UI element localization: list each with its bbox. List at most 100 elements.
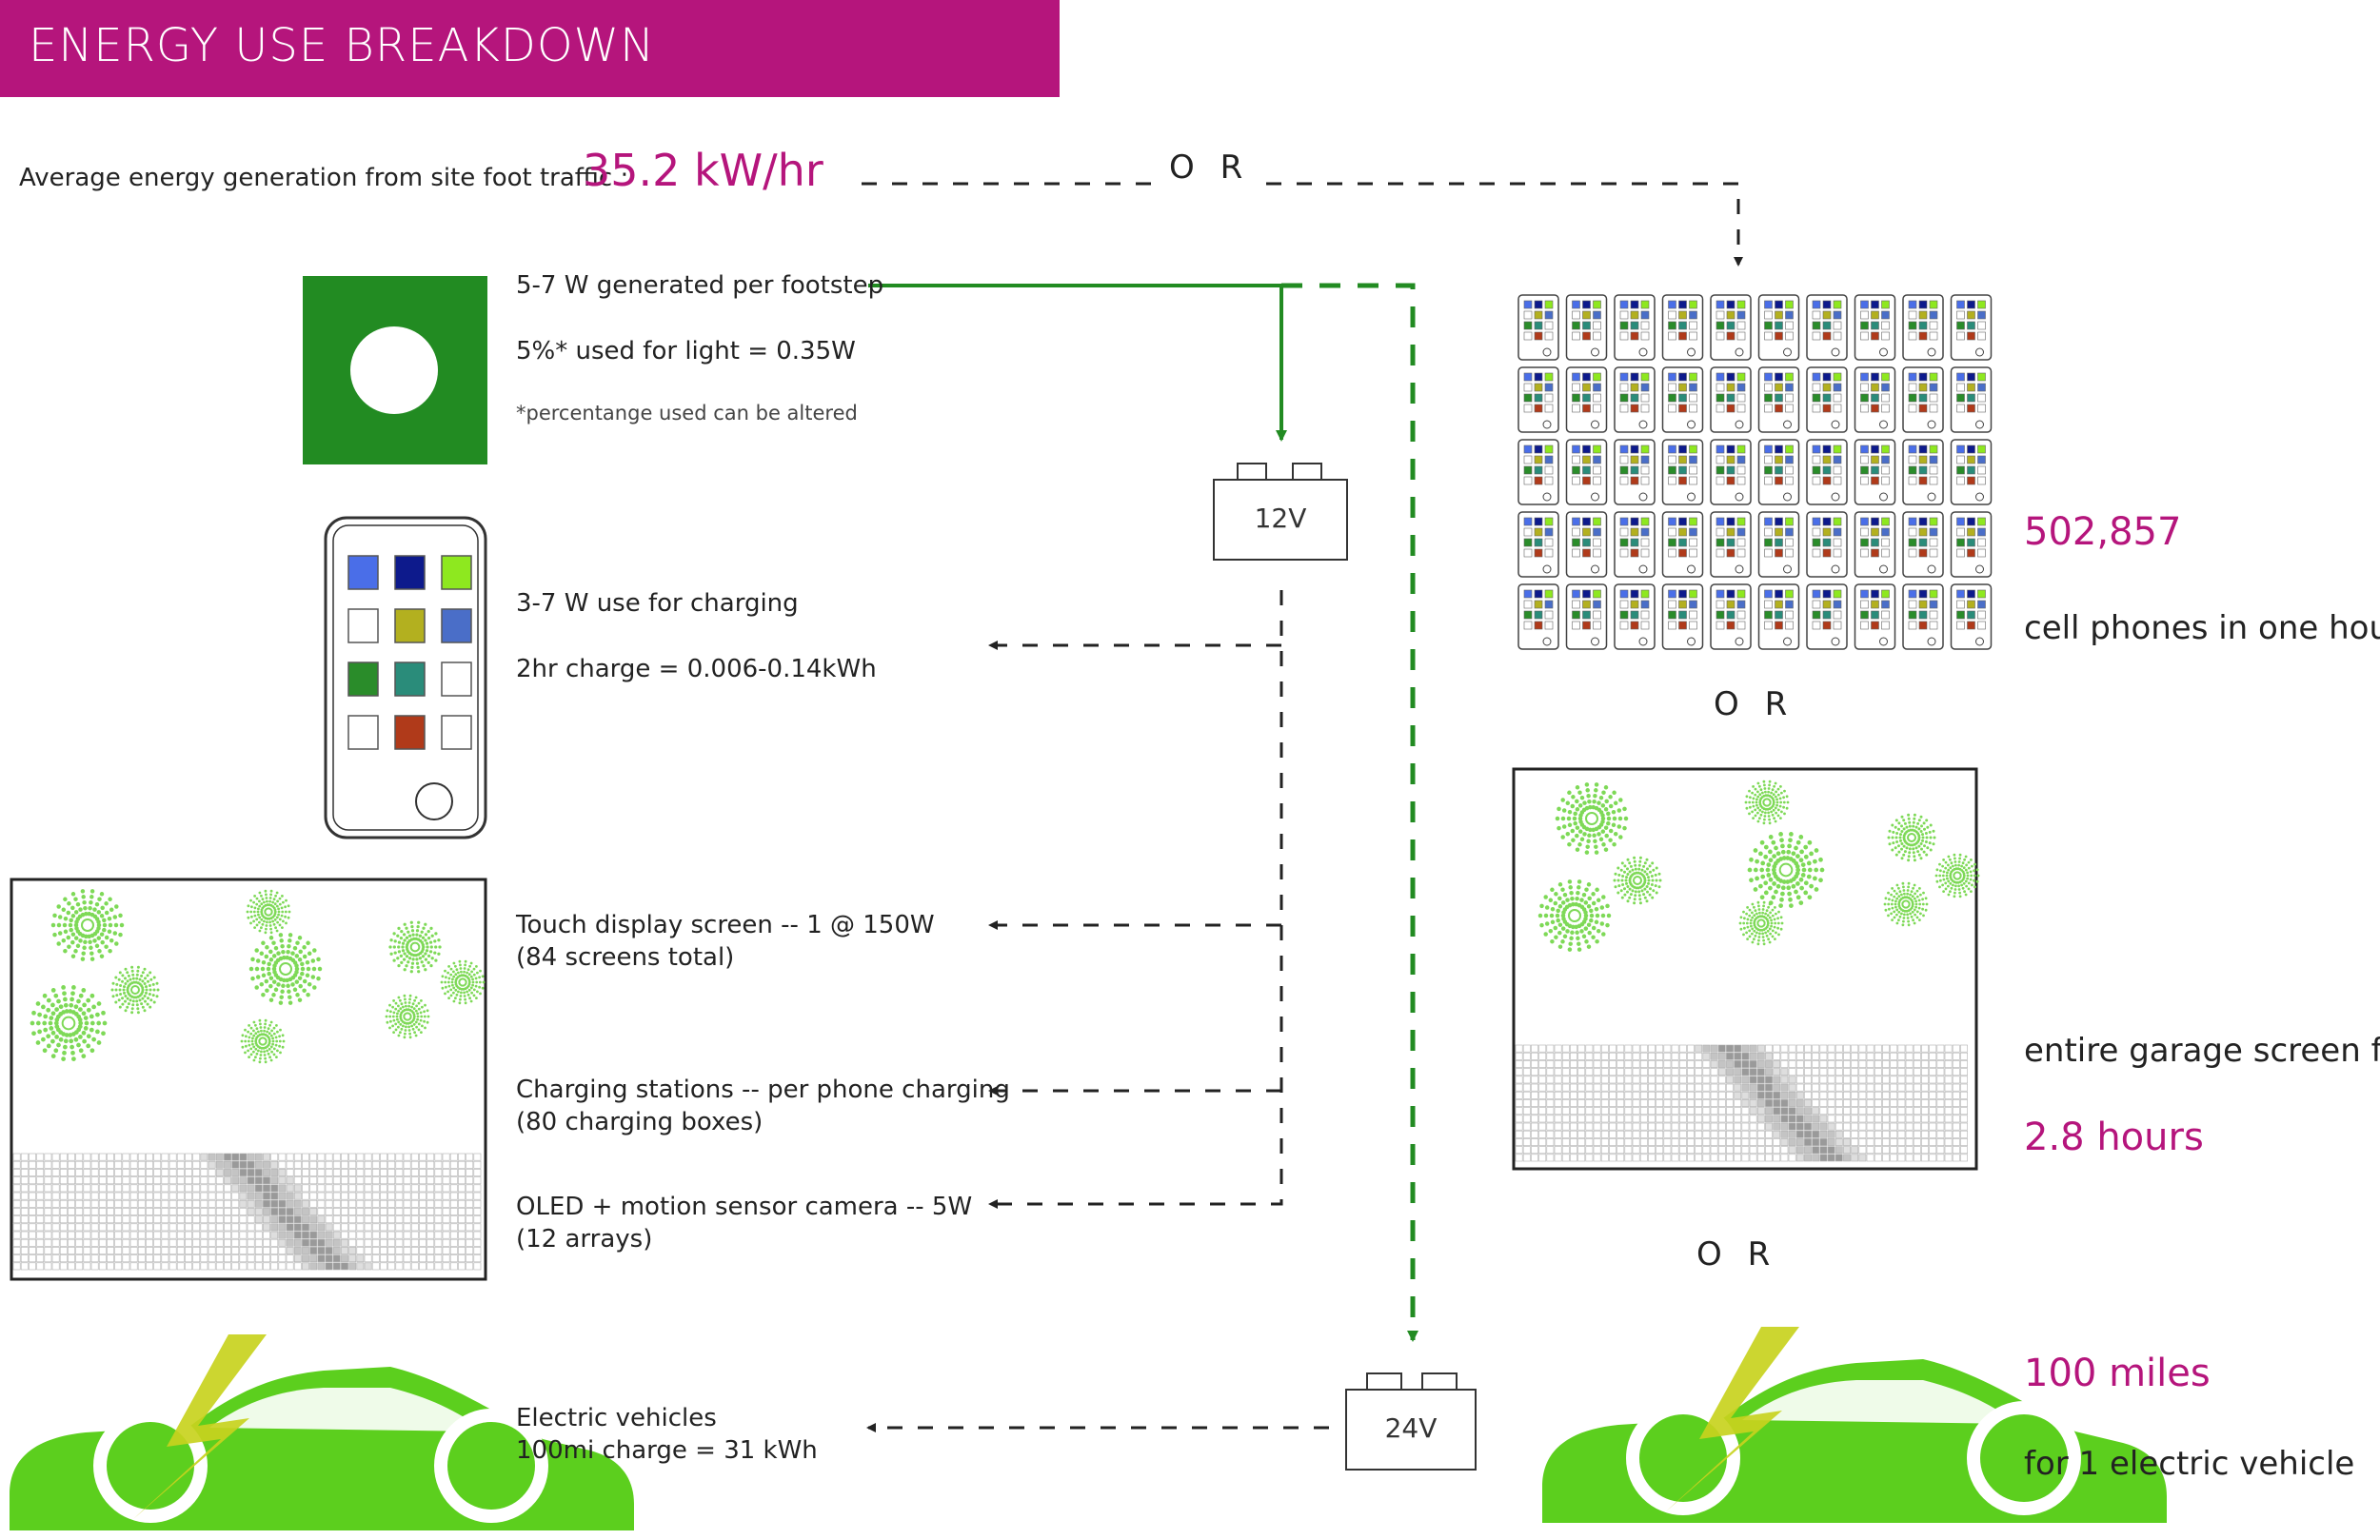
phone-tile bbox=[347, 608, 379, 643]
phone-charging-line1: 3-7 W use for charging bbox=[516, 589, 799, 618]
mini-phone-icon bbox=[1950, 511, 1993, 578]
mini-phone-icon bbox=[1950, 294, 1993, 361]
mini-phone-icon bbox=[1710, 366, 1752, 433]
firework-icon bbox=[1555, 782, 1629, 855]
phones-count: 502,857 bbox=[2024, 510, 2182, 554]
mini-phone-icon bbox=[1614, 294, 1656, 361]
pixel-mosaic bbox=[12, 1153, 482, 1271]
mini-phone-icon bbox=[1614, 583, 1656, 650]
mini-phone-icon bbox=[1854, 511, 1896, 578]
average-label: Average energy generation from site foot… bbox=[19, 164, 629, 192]
firework-icon bbox=[1887, 813, 1936, 862]
mini-phone-icon bbox=[1806, 439, 1848, 505]
mini-phone-icon bbox=[1614, 511, 1656, 578]
use-touch-display-line2: (84 screens total) bbox=[516, 943, 735, 972]
firework-icon bbox=[1744, 780, 1790, 825]
phone-tile bbox=[394, 715, 426, 750]
mini-phone-icon bbox=[1710, 439, 1752, 505]
mini-phone-icon bbox=[1661, 366, 1704, 433]
pixel-mosaic bbox=[1515, 1044, 1968, 1162]
phone-charging-line2: 2hr charge = 0.006-0.14kWh bbox=[516, 655, 877, 683]
mini-phone-icon bbox=[1902, 439, 1944, 505]
use-touch-display-line1: Touch display screen -- 1 @ 150W bbox=[516, 911, 935, 939]
mini-phone-icon bbox=[1517, 583, 1559, 650]
phone-tile bbox=[394, 661, 426, 697]
mini-phone-icon bbox=[1902, 366, 1944, 433]
firework-icon bbox=[30, 985, 108, 1061]
page-title: ENERGY USE BREAKDOWN bbox=[29, 19, 656, 72]
phone-tile bbox=[441, 555, 472, 590]
mini-phone-icon bbox=[1806, 294, 1848, 361]
firework-icon bbox=[1747, 832, 1825, 908]
ev-miles: 100 miles bbox=[2024, 1352, 2211, 1395]
mini-phone-icon bbox=[1565, 294, 1608, 361]
mini-phone-icon bbox=[1710, 294, 1752, 361]
average-value: 35.2 kW/hr bbox=[583, 145, 823, 196]
mini-phone-icon bbox=[1902, 294, 1944, 361]
phone-tile bbox=[394, 608, 426, 643]
mini-phone-icon bbox=[1614, 439, 1656, 505]
connector-12v-trunk bbox=[988, 590, 1283, 1209]
or-label-bottom: O R bbox=[1696, 1235, 1778, 1273]
lightning-bolt-icon bbox=[1666, 1327, 1799, 1511]
phones-text: cell phones in one hour bbox=[2024, 609, 2380, 647]
firework-icon bbox=[246, 889, 291, 935]
connector-footstep-24v bbox=[1281, 283, 1418, 1342]
lightning-bolt-icon bbox=[133, 1334, 267, 1519]
use-oled-line1: OLED + motion sensor camera -- 5W bbox=[516, 1193, 973, 1221]
firework-icon bbox=[50, 889, 125, 961]
mini-phone-icon bbox=[1757, 583, 1800, 650]
phone-grid bbox=[1517, 294, 1993, 650]
footstep-note-text: *percentange used can be altered bbox=[516, 402, 858, 424]
firework-icon bbox=[110, 965, 160, 1015]
or-label-middle: O R bbox=[1714, 685, 1795, 723]
mini-phone-icon bbox=[1854, 439, 1896, 505]
mini-phone-icon bbox=[1757, 294, 1800, 361]
mini-phone-icon bbox=[1710, 511, 1752, 578]
mini-phone-icon bbox=[1854, 294, 1896, 361]
title-band: ENERGY USE BREAKDOWN bbox=[0, 0, 1060, 97]
footstep-tile-icon bbox=[303, 276, 487, 464]
connector-or-top bbox=[862, 182, 1743, 267]
firework-icon bbox=[1934, 853, 1980, 898]
connector-footstep-12v bbox=[868, 284, 1287, 442]
garage-text: entire garage screen for bbox=[2024, 1032, 2380, 1070]
firework-icon bbox=[1883, 881, 1929, 927]
firework-icon bbox=[1537, 879, 1612, 952]
firework-icon bbox=[248, 933, 323, 1005]
mini-phone-icon bbox=[1517, 511, 1559, 578]
mini-phone-icon bbox=[1517, 294, 1559, 361]
mini-phone-icon bbox=[1710, 583, 1752, 650]
use-charging-stations-line1: Charging stations -- per phone charging bbox=[516, 1076, 1010, 1104]
mini-phone-icon bbox=[1565, 511, 1608, 578]
mini-phone-icon bbox=[1854, 366, 1896, 433]
phone-tile bbox=[441, 715, 472, 750]
phone-tile bbox=[441, 661, 472, 697]
mini-phone-icon bbox=[1950, 583, 1993, 650]
use-oled-line2: (12 arrays) bbox=[516, 1225, 653, 1254]
phone-tile bbox=[347, 661, 379, 697]
phone-tile bbox=[347, 715, 379, 750]
mini-phone-icon bbox=[1517, 366, 1559, 433]
car-icon bbox=[1542, 1327, 2167, 1523]
screen-panel-right bbox=[1512, 767, 1980, 1171]
battery-24v-label: 24V bbox=[1384, 1412, 1438, 1444]
battery-12v-label: 12V bbox=[1254, 503, 1307, 534]
car-icon bbox=[10, 1334, 634, 1530]
mini-phone-icon bbox=[1950, 439, 1993, 505]
mini-phone-icon bbox=[1661, 439, 1704, 505]
mini-phone-icon bbox=[1565, 366, 1608, 433]
mini-phone-icon bbox=[1902, 583, 1944, 650]
mini-phone-icon bbox=[1902, 511, 1944, 578]
mini-phone-icon bbox=[1806, 583, 1848, 650]
firework-icon bbox=[1613, 856, 1662, 905]
firework-icon bbox=[440, 959, 486, 1005]
mini-phone-icon bbox=[1757, 439, 1800, 505]
mini-phone-icon bbox=[1661, 583, 1704, 650]
firework-icon bbox=[385, 994, 430, 1039]
use-charging-stations-line2: (80 charging boxes) bbox=[516, 1108, 764, 1136]
ev-result-text: for 1 electric vehicle bbox=[2024, 1445, 2355, 1483]
phone-icon bbox=[324, 516, 487, 839]
mini-phone-icon bbox=[1565, 583, 1608, 650]
